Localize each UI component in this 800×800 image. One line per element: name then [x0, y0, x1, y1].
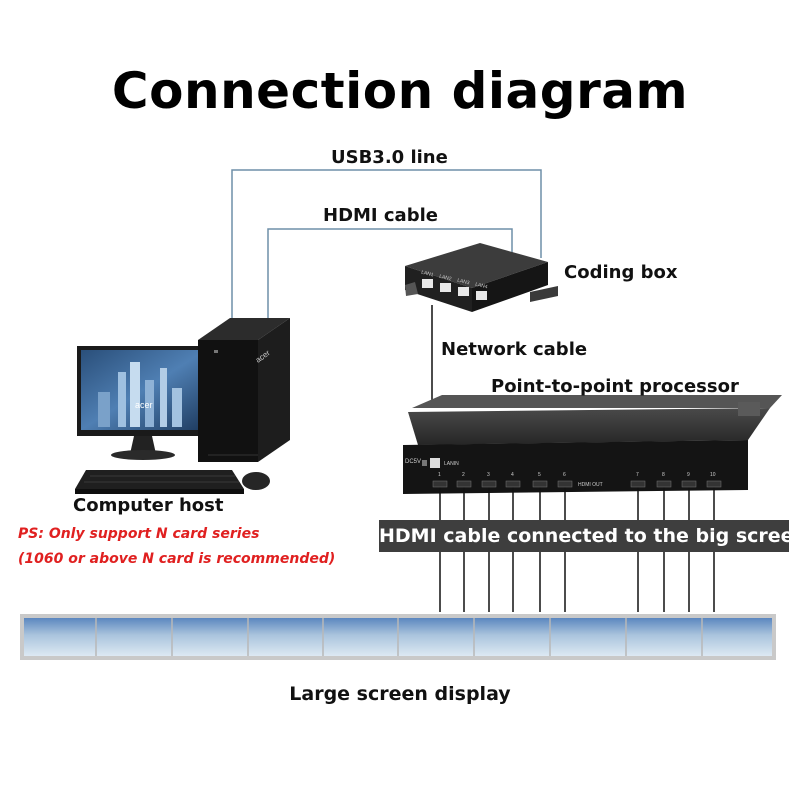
hdmi-cable-label: HDMI cable — [323, 205, 438, 226]
large-screen-label: Large screen display — [289, 683, 511, 705]
hdmi-banner: HDMI cable connected to the big screen — [379, 520, 800, 552]
usb-cable — [231, 169, 542, 318]
usb-line-label: USB3.0 line — [331, 147, 448, 168]
ps-note-line-1: PS: Only support N card series — [18, 526, 260, 542]
dc-label: DC5V — [405, 459, 422, 465]
monitor-brand: acer — [135, 400, 153, 410]
pc-tower-device — [198, 318, 290, 462]
hdmi-port-number: 4 — [511, 472, 514, 478]
processor-label: Point-to-point processor — [491, 376, 739, 397]
hdmi-port-number: 3 — [487, 472, 490, 478]
keyboard-device — [75, 470, 244, 494]
computer-host-label: Computer host — [73, 495, 224, 516]
monitor-device — [77, 346, 210, 460]
page-title: Connection diagram — [111, 62, 689, 120]
hdmi-out-label: HDMI OUT — [578, 482, 603, 488]
large-screen-device — [20, 614, 776, 660]
hdmi-port-number: 5 — [538, 472, 541, 478]
hdmi-ports — [432, 480, 722, 488]
coding-box-device — [405, 243, 558, 312]
hdmi-output-lines — [439, 486, 715, 612]
hdmi-port-number: 6 — [563, 472, 566, 478]
hdmi-port-number: 7 — [636, 472, 639, 478]
processor-device — [403, 395, 782, 494]
hdmi-port-number: 9 — [687, 472, 690, 478]
hdmi-port-number: 10 — [710, 472, 716, 478]
lan-in-label: LANIN — [444, 461, 459, 467]
hdmi-port-number: 8 — [662, 472, 665, 478]
hdmi-port-number: 2 — [462, 472, 465, 478]
ps-note-line-2: (1060 or above N card is recommended) — [18, 551, 336, 567]
coding-box-label: Coding box — [564, 262, 678, 283]
hdmi-cable — [267, 228, 513, 318]
mouse-device — [242, 472, 270, 490]
network-cable-label: Network cable — [441, 339, 588, 360]
hdmi-port-number: 1 — [438, 472, 441, 478]
